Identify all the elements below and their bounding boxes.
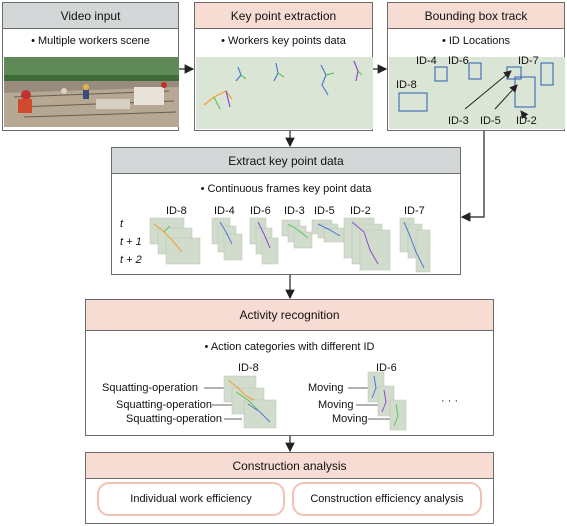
- individual-work-efficiency-item: Individual work efficiency: [97, 482, 285, 516]
- bounding-box-track-title: Bounding box track: [388, 3, 564, 29]
- extract-id-4-label: ID-4: [214, 205, 235, 217]
- extract-key-point-data-box: Extract key point data • Continuous fram…: [111, 147, 461, 275]
- key-point-extraction-box: Key point extraction • Workers key point…: [194, 2, 373, 131]
- activity-recognition-title: Activity recognition: [86, 300, 493, 331]
- video-input-title: Video input: [3, 3, 178, 29]
- bbox-id-8-label: ID-8: [396, 79, 417, 91]
- activity-recognition-box: Activity recognition • Action categories…: [85, 299, 494, 436]
- bbox-id-6-label: ID-6: [448, 55, 469, 67]
- bounding-box-track-box: Bounding box track • ID Locations ID-4 I…: [387, 2, 565, 131]
- extract-id-2-label: ID-2: [350, 205, 371, 217]
- extract-id-7-label: ID-7: [404, 205, 425, 217]
- key-point-extraction-title: Key point extraction: [195, 3, 372, 29]
- activity-left-action-1: Squatting-operation: [102, 382, 199, 394]
- frame-label-t: t: [120, 218, 124, 230]
- construction-analysis-box: Construction analysis Individual work ef…: [85, 452, 494, 524]
- bbox-id-3-label: ID-3: [448, 115, 469, 127]
- video-input-box: Video input • Multiple workers scene: [2, 2, 179, 131]
- bbox-id-7-label: ID-7: [518, 55, 539, 67]
- bbox-id-5-label: ID-5: [480, 115, 501, 127]
- activity-right-action-1: Moving: [308, 382, 344, 394]
- bbox-id-4-label: ID-4: [416, 55, 437, 67]
- construction-analysis-title: Construction analysis: [86, 453, 493, 479]
- extract-id-8-label: ID-8: [166, 205, 187, 217]
- extract-key-point-data-subtitle: • Continuous frames key point data: [200, 183, 372, 195]
- activity-left-action-3: Squatting-operation: [126, 413, 223, 425]
- activity-left-action-2: Squatting-operation: [116, 399, 213, 411]
- bounding-box-track-subtitle: • ID Locations: [441, 35, 511, 47]
- key-point-extraction-subtitle: • Workers key points data: [221, 35, 346, 47]
- activity-ellipsis: · · ·: [441, 395, 459, 407]
- arrow-bbox-to-extract: [460, 131, 485, 222]
- extract-id-6-label: ID-6: [250, 205, 271, 217]
- bbox-id-2-label: ID-2: [516, 115, 537, 127]
- extract-id-3-label: ID-3: [284, 205, 305, 217]
- activity-recognition-subtitle: • Action categories with different ID: [204, 341, 375, 353]
- construction-site-photo: [4, 57, 179, 127]
- activity-right-action-3: Moving: [332, 413, 368, 425]
- frame-label-t-plus-2: t + 2: [120, 254, 142, 266]
- activity-right-id-label: ID-6: [376, 362, 397, 374]
- activity-thumbnails: [204, 371, 407, 431]
- activity-right-action-2: Moving: [318, 399, 354, 411]
- keypoint-skeletons-image: [196, 57, 373, 129]
- continuous-frames-thumbnails: [149, 217, 431, 273]
- extract-key-point-data-title: Extract key point data: [112, 148, 460, 174]
- extract-id-5-label: ID-5: [314, 205, 335, 217]
- video-input-subtitle: • Multiple workers scene: [31, 35, 150, 47]
- activity-left-id-label: ID-8: [238, 362, 259, 374]
- frame-label-t-plus-1: t + 1: [120, 236, 142, 248]
- construction-efficiency-analysis-item: Construction efficiency analysis: [292, 482, 482, 516]
- bbox-image: [389, 57, 565, 129]
